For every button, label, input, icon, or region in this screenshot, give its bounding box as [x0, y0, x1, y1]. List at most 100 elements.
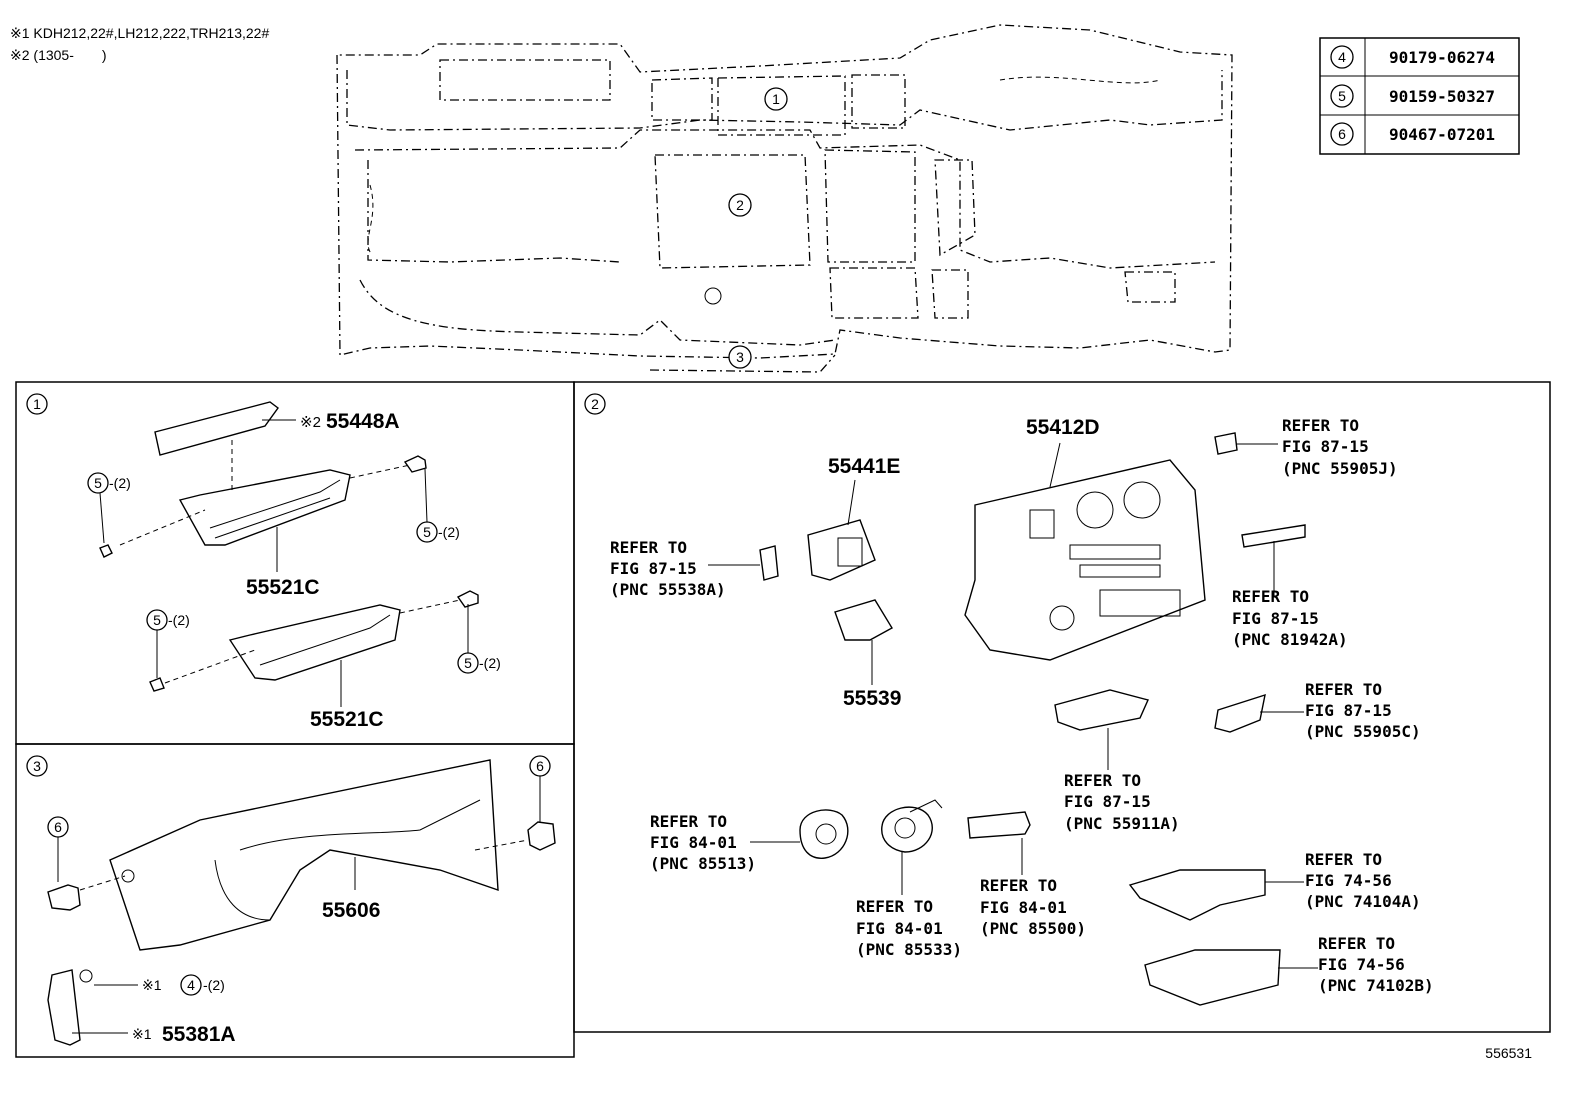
svg-text:FIG 87-15: FIG 87-15 [1305, 701, 1392, 720]
bracket-55381A [47, 969, 81, 1046]
panel-2-label: 2 [591, 396, 599, 412]
svg-text:(PNC 74102B): (PNC 74102B) [1318, 976, 1434, 995]
svg-text:FIG 84-01: FIG 84-01 [856, 919, 943, 938]
svg-text:1: 1 [772, 91, 780, 107]
garnish-strip [1241, 524, 1306, 548]
refer-74102B: REFER TO FIG 74-56 (PNC 74102B) [1318, 934, 1434, 995]
svg-text:-(2): -(2) [438, 524, 460, 540]
refer-55905J: REFER TO FIG 87-15 (PNC 55905J) [1282, 416, 1398, 478]
svg-text:FIG 87-15: FIG 87-15 [1232, 609, 1319, 628]
ashtray-icon [1128, 869, 1266, 921]
callout-2: 2 [728, 193, 752, 217]
svg-text:FIG 74-56: FIG 74-56 [1305, 871, 1392, 890]
switch-icon [759, 545, 779, 581]
clip-icon [47, 884, 81, 911]
svg-text:REFER TO: REFER TO [1282, 416, 1359, 435]
note-1: ※1 KDH212,22#,LH212,222,TRH213,22# [10, 25, 269, 41]
screw-callout: 5 -(2) [416, 468, 460, 543]
illustration-number: 556531 [1485, 1045, 1532, 1061]
panel-3: 3 55606 6 6 ※1 4 -(2) ※1 55381A [26, 755, 556, 1046]
svg-text:(PNC 55905C): (PNC 55905C) [1305, 722, 1421, 741]
svg-text:(PNC 74104A): (PNC 74104A) [1305, 892, 1421, 911]
svg-text:REFER TO: REFER TO [1064, 771, 1141, 790]
svg-text:REFER TO: REFER TO [1305, 680, 1382, 699]
switch-bracket [1054, 689, 1149, 731]
side-register-lower [228, 604, 401, 681]
svg-text:(PNC 81942A): (PNC 81942A) [1232, 630, 1348, 649]
part-number-55521C-lower: 55521C [310, 708, 384, 731]
refer-74104A: REFER TO FIG 74-56 (PNC 74104A) [1305, 850, 1421, 911]
svg-text:FIG 87-15: FIG 87-15 [1064, 792, 1151, 811]
note-ref-1: ※1 [142, 977, 162, 993]
switch-bezel [1214, 693, 1266, 733]
svg-text:REFER TO: REFER TO [650, 812, 727, 831]
svg-text:REFER TO: REFER TO [1305, 850, 1382, 869]
register-cover [154, 401, 279, 456]
svg-text:REFER TO: REFER TO [1232, 587, 1309, 606]
center-register [807, 519, 876, 581]
svg-text:5: 5 [423, 524, 431, 540]
svg-text:-(2): -(2) [168, 612, 190, 628]
table-part-number: 90179-06274 [1389, 48, 1495, 67]
refer-55905C: REFER TO FIG 87-15 (PNC 55905C) [1305, 680, 1421, 741]
svg-text:FIG 84-01: FIG 84-01 [980, 898, 1067, 917]
svg-text:-(2): -(2) [203, 977, 225, 993]
table-ref: 6 [1338, 126, 1346, 142]
center-cluster-panel [964, 459, 1206, 661]
svg-text:6: 6 [54, 819, 62, 835]
screw-icon [403, 455, 427, 473]
svg-text:3: 3 [736, 349, 744, 365]
note-ref-1: ※1 [132, 1026, 152, 1042]
panel-1-label: 1 [33, 396, 41, 412]
note-ref-2: ※2 [300, 414, 321, 431]
table-row: 6 90467-07201 [1330, 122, 1495, 146]
panel-3-label: 3 [33, 758, 41, 774]
part-number-55539: 55539 [843, 687, 901, 710]
part-number-55441E: 55441E [828, 455, 900, 478]
refer-85533: REFER TO FIG 84-01 (PNC 85533) [856, 897, 962, 959]
refer-81942A: REFER TO FIG 87-15 (PNC 81942A) [1232, 587, 1348, 649]
svg-text:(PNC 85513): (PNC 85513) [650, 854, 756, 873]
side-register-upper [178, 469, 351, 546]
svg-text:(PNC 85500): (PNC 85500) [980, 919, 1086, 938]
fastener-table: 4 90179-06274 5 90159-50327 6 90467-0720… [1319, 37, 1520, 155]
svg-text:REFER TO: REFER TO [980, 876, 1057, 895]
table-part-number: 90159-50327 [1389, 87, 1495, 106]
svg-text:5: 5 [153, 612, 161, 628]
svg-text:FIG 87-15: FIG 87-15 [610, 559, 697, 578]
svg-text:-(2): -(2) [109, 475, 131, 491]
panel-2: 2 55412D 55441E 55539 [584, 393, 1434, 1006]
nut-icon [79, 969, 93, 983]
svg-text:5: 5 [94, 475, 102, 491]
svg-text:REFER TO: REFER TO [856, 897, 933, 916]
panel-1-frame [15, 381, 575, 745]
box-icon [1144, 949, 1281, 1006]
svg-text:6: 6 [536, 758, 544, 774]
screw-icon [99, 544, 113, 558]
socket-icon [799, 809, 849, 859]
clip-callout: 6 [47, 816, 81, 911]
part-number-55448A: 55448A [326, 410, 400, 433]
table-ref: 5 [1338, 88, 1346, 104]
svg-text:FIG 74-56: FIG 74-56 [1318, 955, 1405, 974]
note-2: ※2 (1305- ) [10, 47, 107, 63]
part-number-55412D: 55412D [1026, 416, 1100, 439]
svg-text:2: 2 [736, 197, 744, 213]
callout-1: 1 [764, 87, 788, 111]
screw-callout: 5 -(2) [457, 604, 501, 674]
register-bracket [834, 599, 893, 641]
svg-text:(PNC 85533): (PNC 85533) [856, 940, 962, 959]
svg-text:REFER TO: REFER TO [610, 538, 687, 557]
svg-text:-(2): -(2) [479, 655, 501, 671]
panel-1: 1 ※2 55448A 55521C 5 -(2) 5 -(2) [26, 393, 501, 731]
table-part-number: 90467-07201 [1389, 125, 1495, 144]
cigar-lighter-icon [967, 811, 1031, 839]
socket-icon [881, 806, 933, 853]
refer-85513: REFER TO FIG 84-01 (PNC 85513) [650, 812, 756, 873]
refer-85500: REFER TO FIG 84-01 (PNC 85500) [980, 876, 1086, 938]
screw-icon [149, 677, 165, 692]
screw-callout: 5 -(2) [87, 472, 131, 544]
part-number-55521C-upper: 55521C [246, 576, 320, 599]
part-number-55381A: 55381A [162, 1023, 236, 1046]
